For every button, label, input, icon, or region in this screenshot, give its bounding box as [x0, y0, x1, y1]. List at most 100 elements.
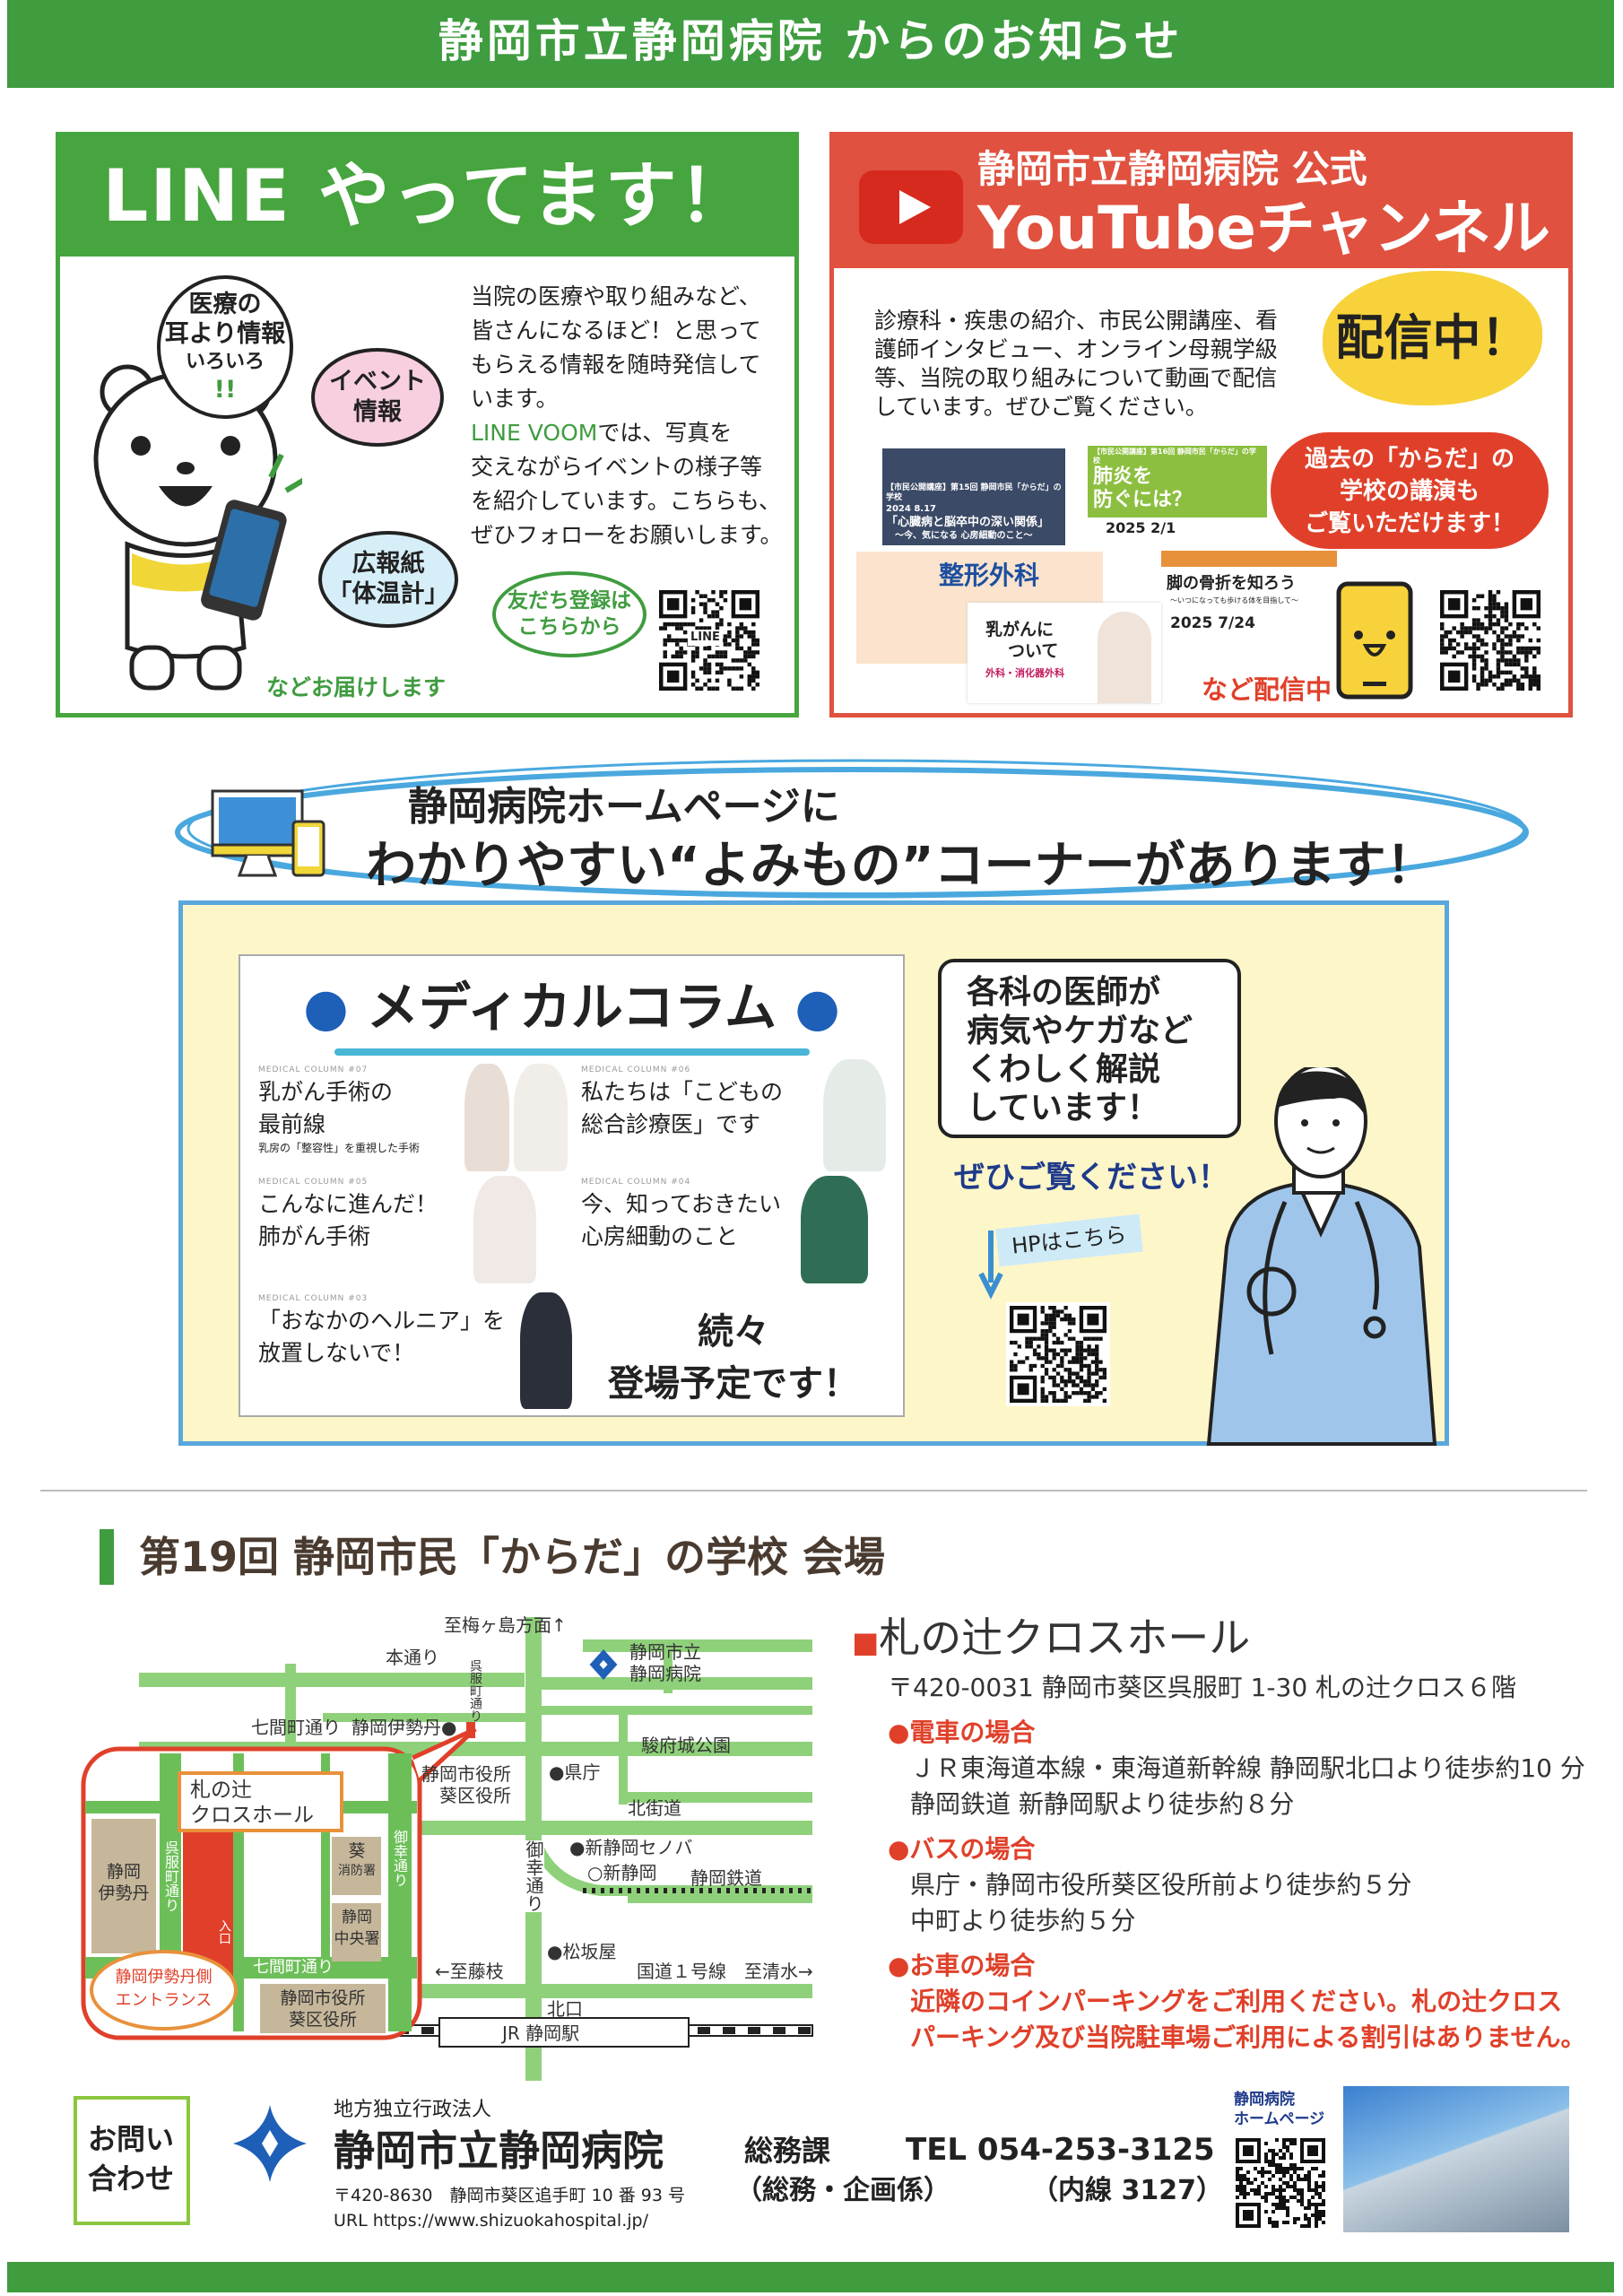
thumbnail-pneumonia[interactable]: 【市民公開講座】第16回 静岡市民「からだ」の学校 肺炎を 防ぐには？ 2025… [1088, 446, 1267, 546]
map-label: 静岡伊勢丹側 [115, 1968, 213, 1987]
arrow-down-icon [978, 1231, 1003, 1300]
map-label: 静岡 [106, 1862, 141, 1882]
map-label: 葵 [348, 1841, 366, 1861]
footer-qr-code[interactable] [1236, 2138, 1325, 2228]
map-label: 静岡病院 [629, 1663, 701, 1684]
doctor-photo [514, 1064, 568, 1171]
bubble-event-info: イベント情報 [311, 348, 444, 447]
thumbnail-series: 【市民公開講座】第15回 静岡市民「からだ」の学校 [886, 483, 1062, 502]
column-title-text: メディカルコラム [366, 977, 777, 1038]
column-subtitle: 乳房の「整容性」を重視した手術 [258, 1142, 421, 1154]
line-description: 当院の医療や取り組みなど、 皆さんになるほど！と思って もらえる情報を随時発信し… [471, 280, 783, 552]
access-info: ●電車の場合 ＪＲ東海道本線・東海道新幹線 静岡駅北口より徒歩約10 分 静岡鉄… [888, 1715, 1585, 2056]
bubble-text: !! [213, 375, 237, 404]
map-label: 伊勢丹 [98, 1883, 150, 1903]
thumbnail-title: 脚の骨折を知ろう [1167, 574, 1296, 593]
homepage-qr-code[interactable] [1006, 1302, 1110, 1406]
map-label: 御幸通り [391, 1830, 408, 1887]
map-label-hospital: 静岡市立静岡病院 [629, 1641, 701, 1684]
map-label: 北口 [547, 1998, 583, 2020]
doctor-speech-bubble: 各科の医師が病気やケガなどくわしく解説しています！ [938, 959, 1241, 1138]
map-label: 静岡伊勢丹● [352, 1717, 457, 1738]
ellipse-outline-icon [175, 759, 1529, 899]
bubble-text: 学校の講演も [1339, 478, 1480, 505]
access-line: 静岡鉄道 新静岡駅より徒歩約８分 [910, 1789, 1295, 1819]
map-label: 静岡市役所 [280, 1988, 366, 2008]
text-line: を紹介しています。こちらも、 [471, 488, 782, 514]
thumbnail-breast-cancer[interactable]: 乳がんに ついて 外科・消化器外科 [968, 603, 1161, 703]
youtube-play-icon [859, 170, 963, 244]
thumbnail-fracture[interactable]: 第17回静岡市民「からだ」の学校 脚の骨折を知ろう ～いつになっても歩ける体を目… [1161, 551, 1337, 662]
org-url[interactable]: URL https://www.shizuokahospital.jp/ [334, 2211, 648, 2231]
thumbnail-title: 防ぐには？ [1093, 489, 1193, 511]
contact-label: お問い合わせ [74, 2096, 190, 2225]
access-line: パーキング及び当院駐車場ご利用による割引はありません。 [910, 2022, 1586, 2052]
map-label: 至梅ヶ島方面↑ [444, 1614, 567, 1636]
map-label: 七間町通り [251, 1717, 341, 1738]
header-title: 静岡市立静岡病院 からのお知らせ [438, 15, 1184, 67]
map-entrance-bubble: 静岡伊勢丹側エントランス [90, 1950, 238, 2031]
column-tag: MEDICAL COLUMN #03 [258, 1294, 369, 1303]
doctor-photo [823, 1059, 886, 1171]
column-title: 乳がん手術の [258, 1079, 394, 1105]
header-banner: 静岡市立静岡病院 からのお知らせ [7, 0, 1614, 88]
column-tag: MEDICAL COLUMN #07 [258, 1065, 369, 1074]
text-line: ぜひフォローをお願いします。 [471, 522, 783, 548]
youtube-title-line1: 静岡市立静岡病院 公式 [977, 147, 1367, 191]
map-label: 新静岡 [603, 1862, 657, 1883]
column-tag: MEDICAL COLUMN #04 [581, 1178, 691, 1187]
text-line: しています！ [967, 1090, 1159, 1126]
telephone[interactable]: TEL 054-253-3125 [906, 2132, 1215, 2168]
text-line: 各科の医師が [967, 974, 1161, 1011]
text-line: お問い [88, 2122, 175, 2156]
org-name: 静岡市立静岡病院 [334, 2126, 664, 2175]
column-title: 「おなかのヘルニア」を [258, 1308, 506, 1334]
coming-soon-text: 続々登場予定です！ [581, 1306, 886, 1410]
doctor-illustration-icon [1206, 1067, 1437, 1446]
thumbnail-dept: 外科・消化器外科 [985, 667, 1064, 679]
section-divider [40, 1490, 1587, 1492]
text-line: 診療科・疾患の紹介、市民公開講座、看 [874, 308, 1279, 334]
map-label-station: JR 静岡駅 [502, 2022, 580, 2044]
map-label: エントランス [115, 1991, 213, 2010]
bubble-text: こちらから [517, 615, 621, 639]
column-title: 放置しないで！ [258, 1340, 415, 1366]
youtube-qr-code[interactable] [1436, 587, 1544, 694]
text-line: 皆さんになるほど！と思って [471, 317, 761, 344]
map-label: 静岡 [342, 1909, 372, 1926]
venue-map: 至梅ヶ島方面↑ 本通り 静岡市立静岡病院 七間町通り 静岡伊勢丹● 呉服町通り … [81, 1605, 825, 2081]
thumbnail-series: 第17回静岡市民「からだ」の学校 [1167, 552, 1305, 562]
department: 総務課 [744, 2134, 831, 2168]
car-heading: ●お車の場合 [888, 1951, 1036, 1980]
text-line: 当院の医療や取り組みなど、 [471, 283, 761, 309]
map-label: 静岡鉄道 [690, 1867, 762, 1889]
streaming-badge: 配信中！ [1323, 271, 1542, 405]
column-item-03[interactable]: MEDICAL COLUMN #03 「おなかのヘルニア」を放置しないで！ [258, 1292, 577, 1409]
access-line: ＪＲ東海道本線・東海道新幹線 静岡駅北口より徒歩約10 分 [910, 1753, 1585, 1783]
column-title: 今、知っておきたい [581, 1191, 782, 1217]
text-line: 静岡病院 [1234, 2091, 1295, 2109]
dot-icon: ● [303, 977, 367, 1038]
map-label: 静岡市立 [629, 1641, 701, 1663]
map-block-police: 静岡中央署 [334, 1907, 380, 1950]
map-label: 七間町通り [253, 1958, 334, 1977]
hospital-building-photo [1343, 2086, 1569, 2232]
doctor-photo [520, 1292, 572, 1409]
friend-register-bubble[interactable]: 友だち登録はこちらから [492, 571, 647, 657]
map-label: 本通り [386, 1647, 439, 1668]
bubble-text: 「体温計」 [327, 580, 449, 608]
smartphone-face-icon [1336, 581, 1413, 700]
bubble-text: 広報紙 [352, 550, 425, 578]
bubble-text: 医療の [188, 290, 262, 318]
doctor-photo [801, 1176, 868, 1283]
please-see-text: ぜひご覧ください！ [954, 1160, 1228, 1196]
thumbnail-title: 「心臓病と脳卒中の深い関係」 [886, 516, 1050, 529]
text-line: くわしく解説 [967, 1051, 1161, 1088]
thumbnail-heart-stroke[interactable]: 【市民公開講座】第15回 静岡市民「からだ」の学校 2024 8.17 「心臓病… [882, 448, 1065, 545]
bubble-text: 過去の「からだ」の [1304, 446, 1515, 473]
